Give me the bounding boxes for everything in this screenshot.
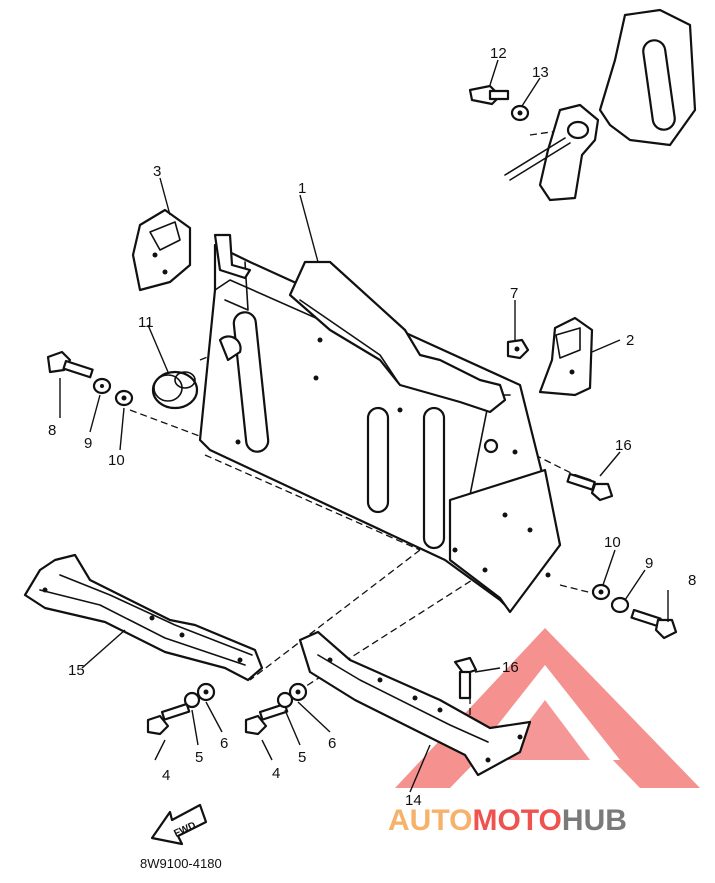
bottom-hardware [146, 656, 478, 736]
rubber-mount-part-11 [151, 370, 199, 410]
fwd-arrow: FWD [150, 803, 208, 846]
nut-part-7 [506, 338, 530, 360]
callout-4b: 4 [272, 765, 280, 782]
left-hardware [46, 350, 134, 407]
diagram-code: 8W9100-4180 [140, 856, 222, 871]
callout-9b: 9 [645, 555, 653, 572]
bracket-part-2 [538, 316, 594, 397]
callout-16b: 16 [502, 659, 519, 676]
callout-6b: 6 [328, 735, 336, 752]
callout-labels: 1 2 3 4 4 5 5 6 6 7 8 8 9 9 10 10 11 12 … [48, 45, 696, 809]
callout-10a: 10 [108, 452, 125, 469]
callout-14: 14 [405, 792, 422, 809]
callout-8a: 8 [48, 422, 56, 439]
callout-2: 2 [626, 332, 634, 349]
callout-15: 15 [68, 662, 85, 679]
callout-8b: 8 [688, 572, 696, 589]
leader-lines [59, 59, 669, 793]
cross-member-part-15 [23, 553, 264, 682]
watermark-moto: MOTO [472, 804, 561, 837]
callout-5a: 5 [195, 749, 203, 766]
main-frame-part-1 [198, 233, 562, 614]
callout-3: 3 [153, 163, 161, 180]
callout-16a: 16 [615, 437, 632, 454]
handle-assembly [468, 8, 697, 202]
callout-13: 13 [532, 64, 549, 81]
callout-1: 1 [298, 180, 306, 197]
callout-5b: 5 [298, 749, 306, 766]
callout-6a: 6 [220, 735, 228, 752]
callout-10b: 10 [604, 534, 621, 551]
callout-12: 12 [490, 45, 507, 62]
watermark-hub: HUB [562, 804, 627, 837]
svg-text:AUTOMOTOHUB: AUTOMOTOHUB [388, 804, 627, 837]
watermark-text: AUTOMOTOHUB [388, 804, 627, 837]
right-hardware [566, 472, 678, 640]
cross-member-part-14 [298, 630, 532, 777]
callout-9a: 9 [84, 435, 92, 452]
watermark-auto: AUTO [388, 804, 472, 837]
callout-4a: 4 [162, 767, 170, 784]
bracket-part-3 [131, 208, 192, 292]
callout-7: 7 [510, 285, 518, 302]
callout-11: 11 [138, 314, 154, 331]
